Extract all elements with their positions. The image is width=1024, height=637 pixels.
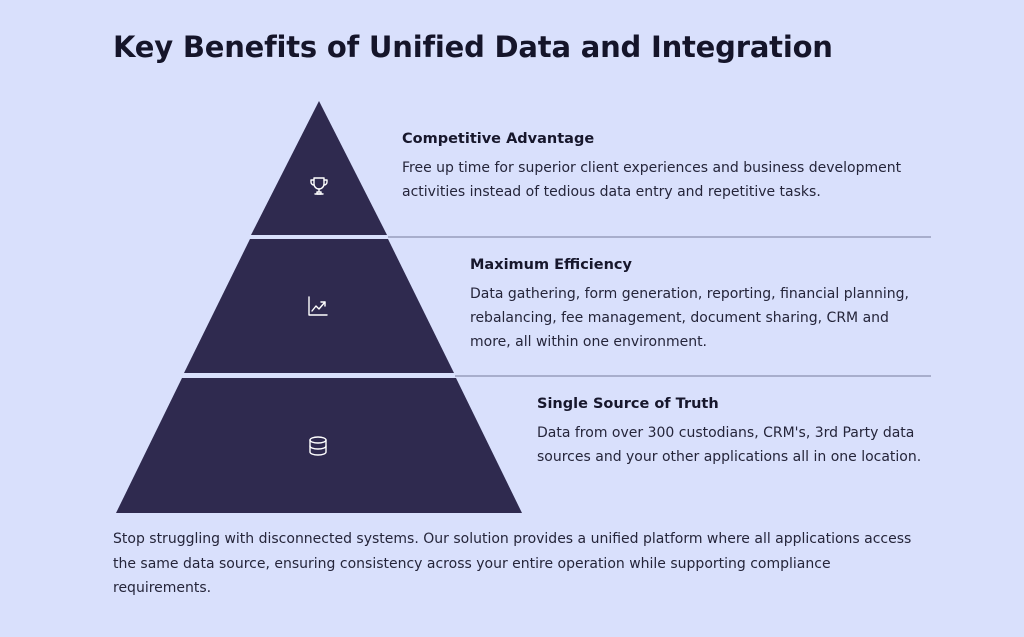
tier-maximum-efficiency: Maximum Efficiency Data gathering, form … (470, 257, 925, 354)
tier-description: Data gathering, form generation, reporti… (470, 286, 909, 350)
page-title: Key Benefits of Unified Data and Integra… (113, 30, 833, 64)
chart-trending-up-icon (308, 296, 328, 316)
pyramid-tier-top (251, 101, 387, 235)
tier-description: Data from over 300 custodians, CRM's, 3r… (537, 425, 922, 465)
tier-competitive-advantage: Competitive Advantage Free up time for s… (402, 131, 922, 204)
tier-description: Free up time for superior client experie… (402, 160, 902, 200)
tier-heading: Competitive Advantage (402, 131, 595, 147)
tier-single-source-of-truth: Single Source of Truth Data from over 30… (537, 396, 927, 469)
pyramid-tier-middle (184, 239, 454, 373)
tier-heading: Single Source of Truth (537, 396, 719, 412)
trophy-icon (310, 177, 328, 195)
summary-paragraph: Stop struggling with disconnected system… (113, 531, 912, 596)
pyramid-tier-bottom (116, 378, 522, 513)
database-icon (309, 436, 327, 456)
tier-heading: Maximum Efficiency (470, 257, 632, 273)
